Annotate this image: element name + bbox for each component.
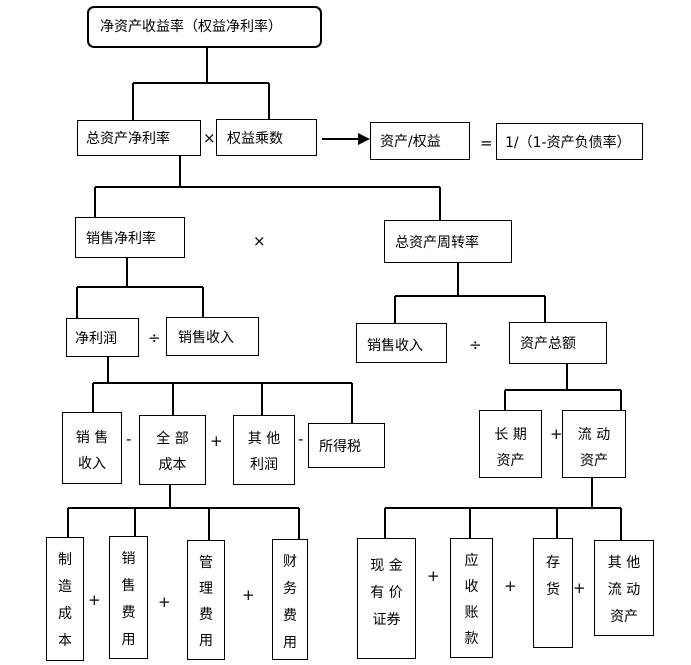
node-financial-expense-char: 费 xyxy=(283,608,297,624)
node-sales-revenue-right: 销售收入 xyxy=(356,323,447,363)
plus-operator: + xyxy=(427,567,440,585)
node-admin-expense: 管 理 费 用 xyxy=(187,540,225,660)
node-cash-securities-line3: 证券 xyxy=(372,612,401,628)
node-other-profit-line1: 其 他 xyxy=(247,431,281,447)
node-net-profit: 净利润 xyxy=(66,318,139,357)
node-debt-ratio-formula-label: 1/（1-资产负债率） xyxy=(505,135,631,151)
node-financial-expense-char: 财 xyxy=(283,554,297,570)
node-total-asset-turnover: 总资产周转率 xyxy=(384,220,512,263)
divide-operator: ÷ xyxy=(469,336,482,354)
node-inventory: 存 货 xyxy=(533,538,573,648)
node-net-profit-margin: 销售净利率 xyxy=(75,217,185,258)
node-other-current-assets-line1: 其 他 xyxy=(607,555,641,571)
node-inventory-char: 货 xyxy=(546,582,560,598)
node-cash-securities-line1: 现 金 xyxy=(370,558,403,574)
times-operator: × xyxy=(203,129,216,147)
node-current-assets: 流 动 资产 xyxy=(562,410,626,478)
node-financial-expense-char: 务 xyxy=(283,581,297,597)
node-total-asset-turnover-label: 总资产周转率 xyxy=(395,235,479,251)
node-total-cost: 全 部 成本 xyxy=(139,415,206,485)
node-equity-multiplier: 权益乘数 xyxy=(216,119,317,156)
node-other-current-assets-line3: 资产 xyxy=(610,609,638,625)
node-assets-over-equity-label: 资产/权益 xyxy=(380,134,441,150)
plus-operator: + xyxy=(88,591,101,609)
node-other-profit-line2: 利润 xyxy=(250,457,278,473)
node-manufacturing-cost-char: 成 xyxy=(58,606,72,622)
plus-operator: + xyxy=(210,432,223,450)
node-other-current-assets: 其 他 流 动 资产 xyxy=(594,540,654,636)
minus-operator: - xyxy=(126,430,132,448)
node-roe-label: 净资产收益率（权益净利率） xyxy=(100,19,282,35)
node-total-assets-label: 资产总额 xyxy=(520,336,576,352)
divide-operator: ÷ xyxy=(148,329,161,347)
node-manufacturing-cost-char: 造 xyxy=(58,579,72,595)
node-long-term-assets: 长 期 资产 xyxy=(479,410,542,478)
node-selling-expense-char: 费 xyxy=(121,605,136,621)
node-receivables-char: 应 xyxy=(464,553,479,569)
plus-operator: + xyxy=(550,425,563,443)
node-other-profit: 其 他 利润 xyxy=(233,415,295,485)
times-operator: × xyxy=(253,232,266,250)
node-long-term-assets-line2: 资产 xyxy=(496,453,525,469)
equals-operator: = xyxy=(480,134,493,152)
node-selling-expense-char: 用 xyxy=(121,632,136,648)
arrow-head-icon xyxy=(358,133,370,145)
node-sales-revenue-right-label: 销售收入 xyxy=(367,338,423,354)
node-total-cost-line2: 成本 xyxy=(158,457,187,473)
node-manufacturing-cost-char: 制 xyxy=(58,552,72,568)
node-admin-expense-char: 用 xyxy=(199,633,213,649)
node-roe: 净资产收益率（权益净利率） xyxy=(87,6,322,48)
node-manufacturing-cost-char: 本 xyxy=(58,633,72,649)
node-sales-revenue-left-label: 销售收入 xyxy=(178,330,234,346)
node-current-assets-line2: 资产 xyxy=(580,453,608,469)
node-net-profit-label: 净利润 xyxy=(75,331,117,347)
node-roa-label: 总资产净利率 xyxy=(86,131,170,147)
node-debt-ratio-formula: 1/（1-资产负债率） xyxy=(496,123,643,160)
node-sales-revenue-bottom-line1: 销 售 xyxy=(75,430,109,446)
node-cash-securities-line2: 有 价 xyxy=(370,585,403,601)
node-admin-expense-char: 费 xyxy=(199,607,213,623)
node-sales-revenue-bottom: 销 售 收入 xyxy=(62,412,122,484)
node-assets-over-equity: 资产/权益 xyxy=(370,122,470,160)
node-financial-expense: 财 务 费 用 xyxy=(272,539,308,660)
node-selling-expense-char: 售 xyxy=(121,578,136,594)
node-long-term-assets-line1: 长 期 xyxy=(494,427,527,443)
minus-operator: - xyxy=(298,430,304,448)
node-receivables-char: 账 xyxy=(464,605,479,621)
node-admin-expense-char: 理 xyxy=(199,581,213,597)
node-equity-multiplier-label: 权益乘数 xyxy=(227,131,283,147)
node-current-assets-line1: 流 动 xyxy=(577,427,611,443)
node-total-cost-line1: 全 部 xyxy=(156,431,189,447)
plus-operator: + xyxy=(242,586,255,604)
node-sales-revenue-bottom-line2: 收入 xyxy=(78,456,106,472)
node-admin-expense-char: 管 xyxy=(199,555,213,571)
node-financial-expense-char: 用 xyxy=(283,635,297,651)
node-manufacturing-cost: 制 造 成 本 xyxy=(46,537,84,661)
node-inventory-char: 存 xyxy=(546,555,560,571)
node-receivables: 应 收 账 款 xyxy=(450,538,493,658)
node-receivables-char: 款 xyxy=(464,631,479,647)
node-net-profit-margin-label: 销售净利率 xyxy=(86,231,156,247)
node-other-current-assets-line2: 流 动 xyxy=(607,582,641,598)
node-sales-revenue-left: 销售收入 xyxy=(166,317,259,356)
plus-operator: + xyxy=(158,593,171,611)
plus-operator: + xyxy=(573,579,586,597)
node-selling-expense-char: 销 xyxy=(121,551,136,567)
node-selling-expense: 销 售 费 用 xyxy=(109,536,148,659)
node-income-tax: 所得税 xyxy=(308,423,385,468)
plus-operator: + xyxy=(504,577,517,595)
node-receivables-char: 收 xyxy=(464,579,479,595)
node-total-assets: 资产总额 xyxy=(509,322,607,364)
node-cash-securities: 现 金 有 价 证券 xyxy=(357,538,416,659)
node-roa: 总资产净利率 xyxy=(77,120,201,156)
node-income-tax-label: 所得税 xyxy=(319,439,361,455)
